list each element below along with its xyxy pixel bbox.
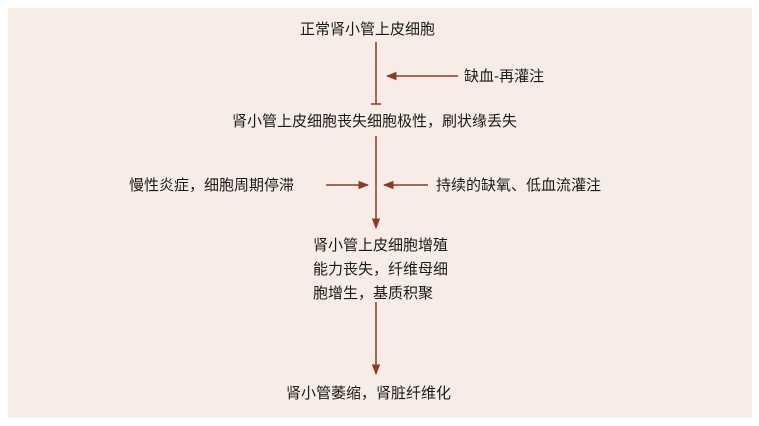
node-proliferation-line-3: 胞增生，基质积聚 [313, 284, 434, 302]
node-normal-cells: 正常肾小管上皮细胞 [300, 20, 436, 38]
node-atrophy-fibrosis: 肾小管萎缩，肾脏纤维化 [286, 384, 452, 402]
factor-inflammation-cycle-arrest: 慢性炎症，细胞周期停滞 [129, 176, 295, 194]
diagram-panel [8, 8, 752, 418]
node-proliferation-line-2: 能力丧失，纤维母细 [313, 260, 449, 278]
factor-hypoxia-low-perfusion: 持续的缺氧、低血流灌注 [436, 176, 602, 194]
node-proliferation-line-1: 肾小管上皮细胞增殖 [313, 236, 449, 254]
node-polarity-loss: 肾小管上皮细胞丧失细胞极性，刷状缘丢失 [232, 112, 518, 130]
factor-ischemia-reperfusion: 缺血-再灌注 [464, 67, 545, 85]
